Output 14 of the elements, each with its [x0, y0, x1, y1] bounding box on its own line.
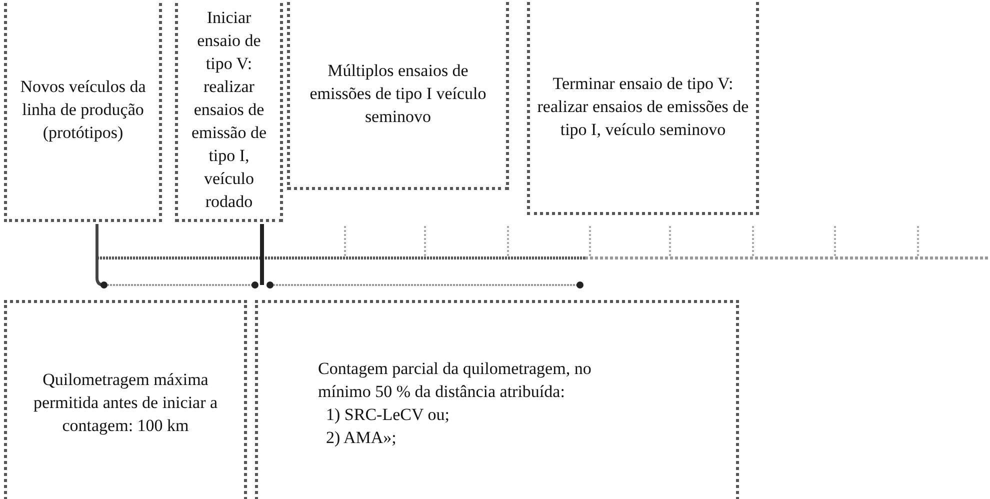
text-box [287, 0, 509, 190]
text-box [4, 300, 247, 499]
box-text: Quilometragem máxima permitida antes de iniciar a contagem: 100 km [32, 369, 219, 437]
list-item: 2) AMA»; [325, 426, 396, 448]
box-text: Contagem parcial da quilometragem, no mínimo 50 % da distância atribuída: [318, 358, 592, 402]
box-text: Iniciar ensaio de tipo V: realizar ensaios de emissão de tipo I, veículo rodado [190, 7, 268, 213]
box-text: Terminar ensaio de tipo V: realizar ensaios de emissões de tipo I, veículo seminovo [536, 72, 750, 140]
box-text: Múltiplos ensaios de emissões de tipo I veículo seminovo [308, 60, 488, 128]
text-box [255, 300, 739, 499]
text-box [175, 0, 283, 222]
text-box [4, 0, 162, 222]
box-text: Novos veículos da linha de produção (protótipos) [19, 76, 147, 144]
list-item: 1) SRC-LeCV ou; [325, 404, 450, 426]
text-box [527, 0, 759, 215]
